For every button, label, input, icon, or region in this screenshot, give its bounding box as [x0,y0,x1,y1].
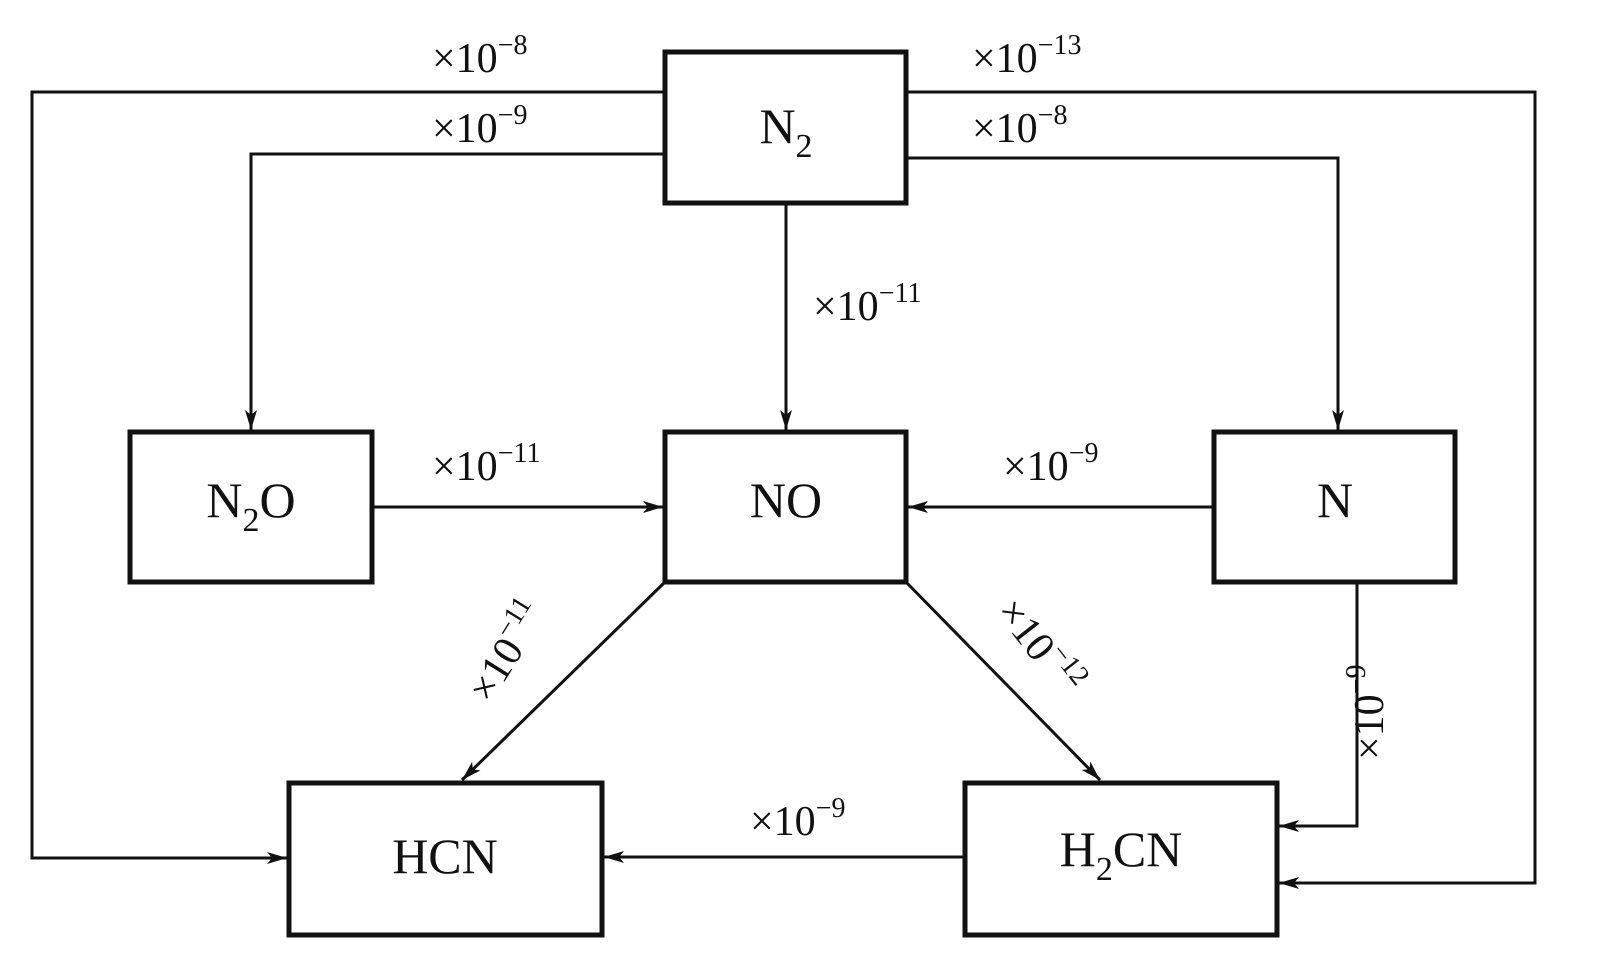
edge-no-hcn [460,580,667,782]
rate-label-no-h2cn: ×10−12 [987,586,1095,704]
rate-label-n2-h2cn: ×10−13 [972,30,1081,82]
node-h2cn: H2CN [962,780,1280,938]
svg-text:N2O: N2O [206,472,295,539]
rate-label-n2-n2o: ×10−9 [432,100,527,152]
svg-text:N: N [1317,472,1353,528]
rate-label-n-no: ×10−9 [1003,438,1098,490]
svg-text:HCN: HCN [392,828,498,884]
node-n2o: N2O [127,429,375,585]
rate-label-h2cn-hcn: ×10−9 [750,793,845,845]
rate-label-n2o-no: ×10−11 [432,438,540,490]
rate-label-n2-no: ×10−11 [813,278,921,330]
svg-text:N2: N2 [759,98,812,165]
edge-n2-n2o [245,152,665,430]
node-n2: N2 [662,49,909,206]
svg-text:H2CN: H2CN [1060,821,1183,888]
edge-n2-n [906,156,1344,430]
node-no: NO [662,429,909,585]
rate-label-n2-hcn: ×10−8 [432,30,527,82]
edge-n-h2cn [1279,582,1359,832]
node-hcn: HCN [286,780,605,938]
edge-no-h2cn [904,580,1102,782]
rate-label-n2-n: ×10−8 [972,100,1067,152]
svg-text:NO: NO [750,472,822,528]
edge-n2-hcn [30,90,665,864]
edge-n2-h2cn [906,90,1537,889]
rate-label-n-h2cn: ×10−9 [1341,665,1393,760]
rate-label-no-hcn: ×10−11 [454,591,556,711]
node-n: N [1211,429,1458,585]
